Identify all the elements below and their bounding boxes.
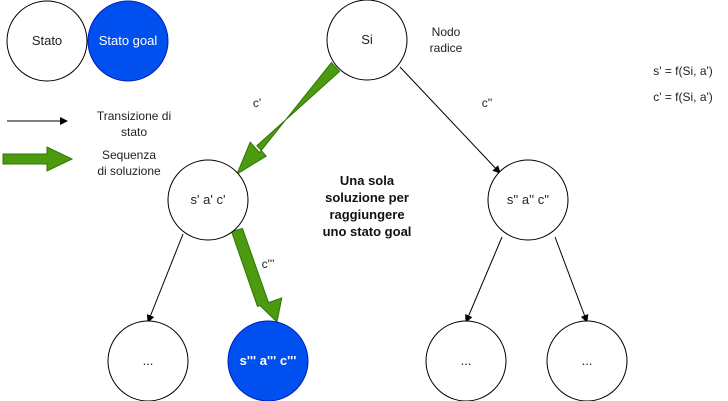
node-root-label: Si	[361, 32, 373, 47]
edge-label-left-goal: c'''	[262, 257, 275, 271]
solution-arrow-root-left	[235, 61, 341, 176]
center-note-line-3: raggiungere	[329, 207, 404, 222]
edge-label-root-right: c''	[482, 96, 493, 110]
node-goal-label: s''' a''' c'''	[240, 353, 297, 368]
center-note-line-2: soluzione per	[325, 190, 409, 205]
edge-right-rl	[465, 236, 503, 323]
formula-cost: c' = f(Si, a')	[653, 90, 713, 104]
node-rl	[425, 320, 507, 401]
node-rr	[546, 320, 628, 401]
node-left	[167, 159, 249, 241]
edge-label-root-left: c'	[253, 96, 261, 110]
root-note: Nodo	[432, 25, 461, 39]
node-right-label: s'' a'' c''	[507, 192, 549, 207]
legend: Stato Stato goal Transizione di stato Se…	[2, 0, 171, 178]
center-note-line-4: uno stato goal	[323, 224, 412, 239]
legend-solution-label: Sequenza	[102, 148, 156, 162]
node-root	[326, 0, 408, 81]
root-note-2: radice	[430, 41, 463, 55]
legend-transition-label-2: stato	[121, 125, 147, 139]
center-note-line-1: Una sola	[340, 173, 395, 188]
legend-state-circle	[6, 0, 88, 82]
legend-solution-label-2: di soluzione	[97, 164, 161, 178]
node-ll	[107, 320, 189, 401]
node-goal	[227, 320, 309, 401]
edge-right-rr	[554, 236, 589, 323]
solution-arrow-left-goal	[230, 227, 283, 324]
edge-left-ll	[146, 233, 184, 323]
formula-state: s' = f(Si, a')	[653, 64, 713, 78]
node-rl-label: ...	[461, 353, 472, 368]
node-left-label: s' a' c'	[191, 192, 226, 207]
legend-solution-arrow	[2, 146, 74, 172]
center-note: Una sola soluzione per raggiungere uno s…	[323, 173, 412, 239]
legend-goal-label: Stato goal	[99, 33, 158, 48]
legend-state-label: Stato	[32, 33, 62, 48]
node-rr-label: ...	[582, 353, 593, 368]
legend-goal-circle	[87, 0, 169, 82]
node-right	[487, 159, 569, 241]
edge-root-right	[399, 66, 501, 174]
legend-transition-label: Transizione di	[97, 109, 171, 123]
node-ll-label: ...	[143, 353, 154, 368]
